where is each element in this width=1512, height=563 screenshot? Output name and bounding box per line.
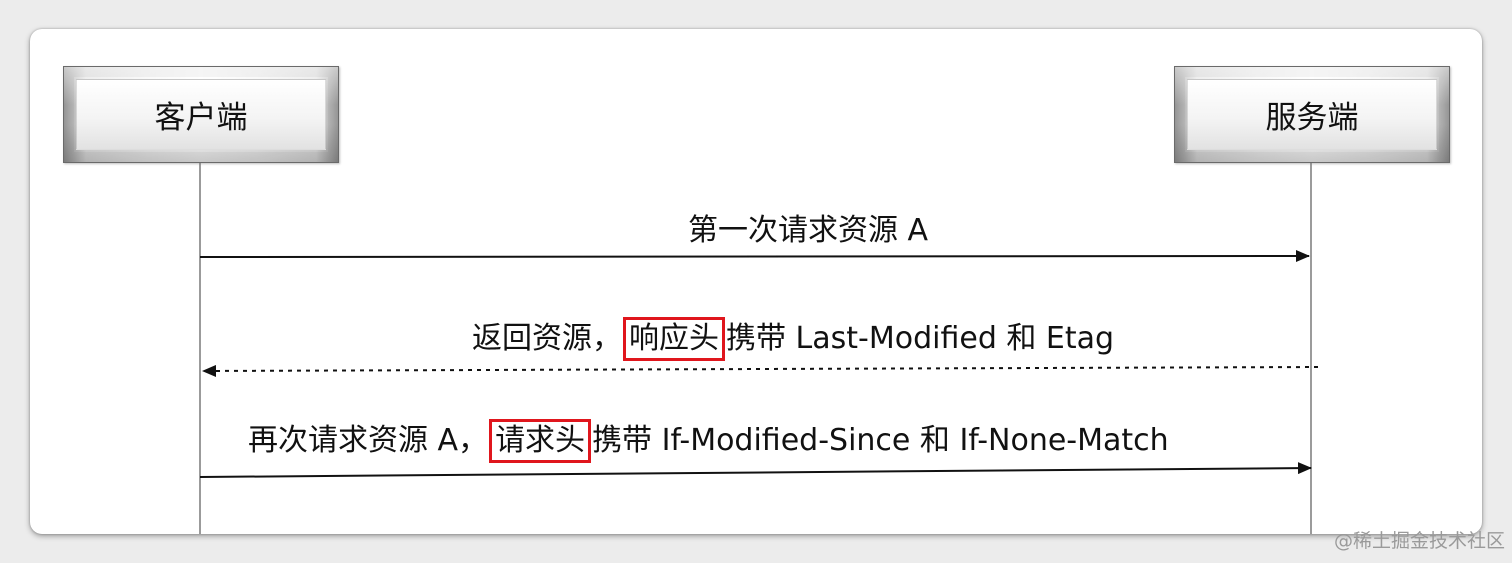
watermark: @稀土掘金技术社区 bbox=[1334, 530, 1506, 552]
message-1-text: 第一次请求资源 A bbox=[688, 213, 929, 248]
message-3-text-after: 携带 If-Modified-Since 和 If-None-Match bbox=[592, 423, 1169, 458]
message-2-text-before: 返回资源， bbox=[472, 321, 622, 356]
actor-client-box: 客户端 bbox=[63, 66, 339, 163]
response-header-highlight: 响应头 bbox=[623, 317, 725, 361]
arrow-response-dashed bbox=[202, 364, 1319, 377]
message-1-label: 第一次请求资源 A bbox=[688, 211, 928, 251]
message-3-label: 再次请求资源 A，请求头携带 If-Modified-Since 和 If-No… bbox=[248, 419, 1169, 463]
arrow-request-2 bbox=[199, 462, 1312, 478]
actor-client-label: 客户端 bbox=[154, 100, 248, 136]
request-header-highlight: 请求头 bbox=[489, 419, 592, 463]
message-2-label: 返回资源，响应头携带 Last-Modified 和 Etag bbox=[472, 317, 1114, 361]
actor-server-label: 服务端 bbox=[1265, 100, 1359, 136]
message-2-text-after: 携带 Last-Modified 和 Etag bbox=[726, 321, 1115, 356]
arrow-request-1 bbox=[199, 250, 1310, 263]
message-3-text-before: 再次请求资源 A， bbox=[248, 423, 489, 458]
actor-server-box: 服务端 bbox=[1174, 66, 1450, 163]
